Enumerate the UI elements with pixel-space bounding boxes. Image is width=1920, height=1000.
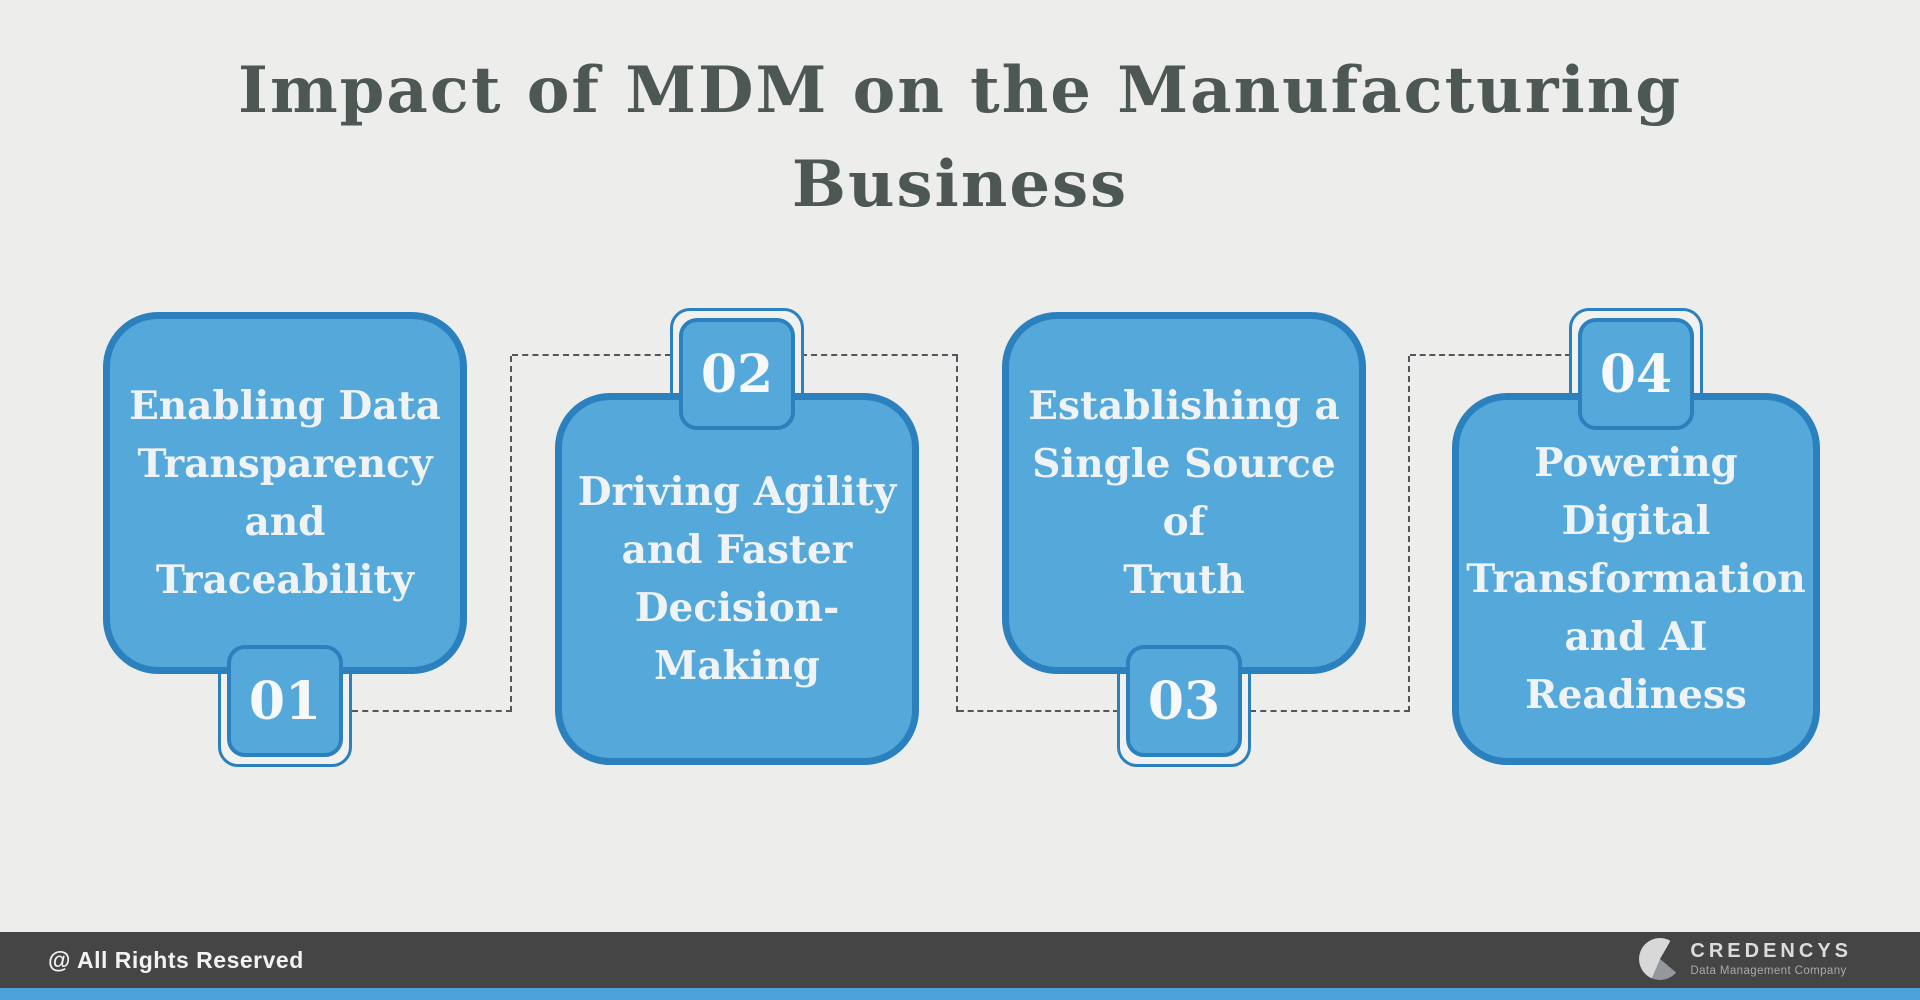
card-02-box: Driving Agility and Faster Decision-Maki… — [555, 393, 919, 765]
card-04: Powering Digital Transformation and AI R… — [1452, 308, 1820, 765]
connector-2-bottom-segment — [958, 710, 1119, 712]
card-02-label: Driving Agility and Faster Decision-Maki… — [562, 463, 912, 695]
connector-3-top-segment — [1410, 354, 1571, 356]
card-03: Establishing a Single Source of Truth 03 — [1002, 312, 1366, 767]
card-01-number: 01 — [248, 670, 322, 732]
card-02-number-badge: 02 — [679, 318, 795, 430]
copyright-text: @ All Rights Reserved — [48, 946, 304, 973]
card-03-line3: Truth — [1123, 557, 1245, 603]
card-04-number: 04 — [1599, 343, 1673, 405]
credencys-pie-icon — [1639, 938, 1682, 980]
connector-3-vertical-segment — [1408, 356, 1410, 712]
connector-1-vertical-segment — [510, 356, 512, 712]
credencys-logo-text: CREDENCYS Data Management Company — [1690, 940, 1852, 978]
credencys-logo-name: CREDENCYS — [1690, 940, 1852, 963]
credencys-logo: CREDENCYS Data Management Company — [1639, 938, 1852, 980]
card-03-line2: Single Source of — [1032, 441, 1336, 545]
connector-2-top-segment — [801, 354, 958, 356]
card-01-line1: Enabling Data — [129, 383, 441, 429]
card-03-label: Establishing a Single Source of Truth — [1009, 377, 1359, 609]
card-01-line3: and Traceability — [155, 499, 415, 603]
card-01: Enabling Data Transparency and Traceabil… — [103, 312, 467, 767]
card-03-box: Establishing a Single Source of Truth — [1002, 312, 1366, 674]
card-01-box: Enabling Data Transparency and Traceabil… — [103, 312, 467, 674]
card-03-number-badge: 03 — [1126, 645, 1242, 757]
card-02: Driving Agility and Faster Decision-Maki… — [555, 308, 919, 765]
card-04-line1: Powering Digital — [1534, 440, 1738, 544]
footer-bar: @ All Rights Reserved CREDENCYS Data Man… — [0, 932, 1920, 988]
card-02-line3: Decision-Making — [634, 585, 840, 689]
card-03-number: 03 — [1147, 670, 1221, 732]
connector-3-bottom-segment — [1250, 710, 1410, 712]
card-02-number: 02 — [700, 343, 774, 405]
connector-2-vertical-segment — [956, 356, 958, 712]
card-03-line1: Establishing a — [1028, 383, 1340, 429]
card-04-line2: Transformation — [1466, 556, 1806, 602]
connector-1-bottom-segment — [352, 710, 512, 712]
card-01-number-badge: 01 — [227, 645, 343, 757]
bottom-accent-strip — [0, 988, 1920, 1000]
card-02-line1: Driving Agility — [577, 469, 897, 515]
card-04-number-badge: 04 — [1578, 318, 1694, 430]
credencys-logo-tagline: Data Management Company — [1690, 965, 1847, 978]
card-04-box: Powering Digital Transformation and AI R… — [1452, 393, 1820, 765]
connector-1-top-segment — [512, 354, 671, 356]
card-01-label: Enabling Data Transparency and Traceabil… — [110, 377, 460, 609]
card-02-line2: and Faster — [621, 527, 853, 573]
card-04-label: Powering Digital Transformation and AI R… — [1459, 434, 1813, 724]
page-title-line1: Impact of MDM on the Manufacturing — [238, 53, 1682, 128]
page-title: Impact of MDM on the Manufacturing Busin… — [0, 44, 1920, 232]
card-01-line2: Transparency — [137, 441, 433, 487]
page-title-line2: Business — [791, 147, 1129, 222]
card-04-line3: and AI Readiness — [1525, 614, 1747, 718]
